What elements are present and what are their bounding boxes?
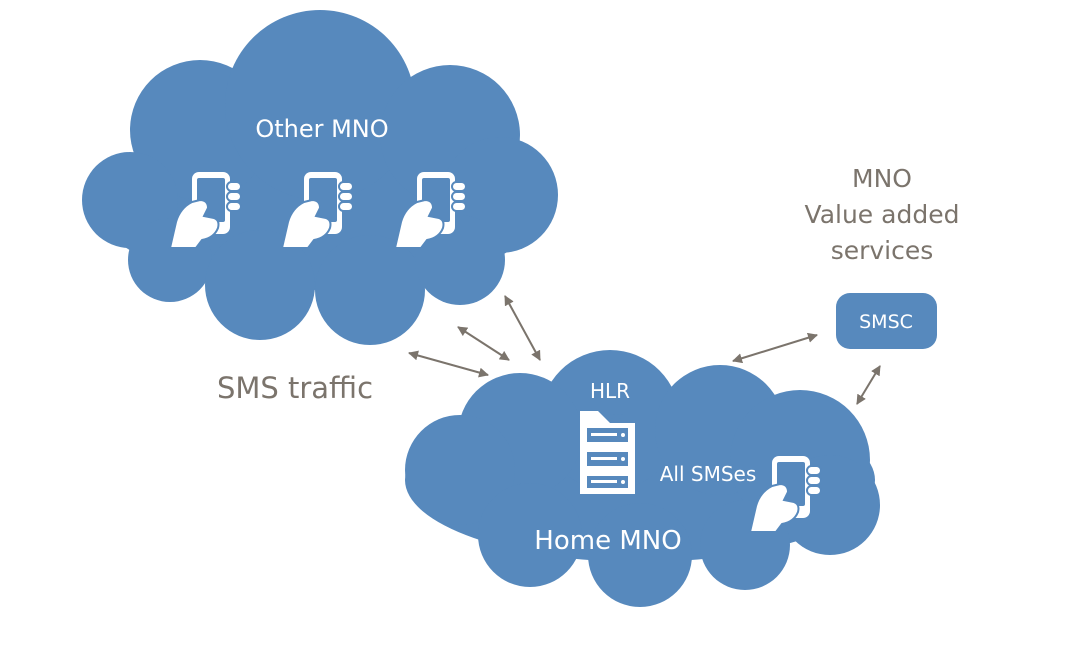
smsc-node: SMSC [836,293,937,349]
home-mno-label: Home MNO [534,526,681,556]
value-added-services-label: MNO Value added services [805,164,960,265]
hlr-label: HLR [590,379,630,403]
arrow-smsc-cloud [856,365,881,405]
value-added-line-3: services [831,236,934,265]
sms-traffic-label: SMS traffic [217,371,373,405]
home-mno-cloud: HLR All SMSes Home MNO [405,350,880,607]
smsc-label: SMSC [859,311,913,333]
arrow-traffic-1 [408,350,489,378]
other-mno-cloud: Other MNO [82,10,558,345]
arrow-home-smsc [732,332,818,364]
value-added-line-2: Value added [805,200,960,229]
value-added-line-1: MNO [852,164,912,193]
all-smses-label: All SMSes [660,462,757,486]
arrow-traffic-3 [504,295,541,361]
arrow-traffic-2 [457,326,510,361]
sms-traffic-arrows [408,295,881,405]
other-mno-label: Other MNO [255,115,388,143]
server-icon [580,411,635,494]
